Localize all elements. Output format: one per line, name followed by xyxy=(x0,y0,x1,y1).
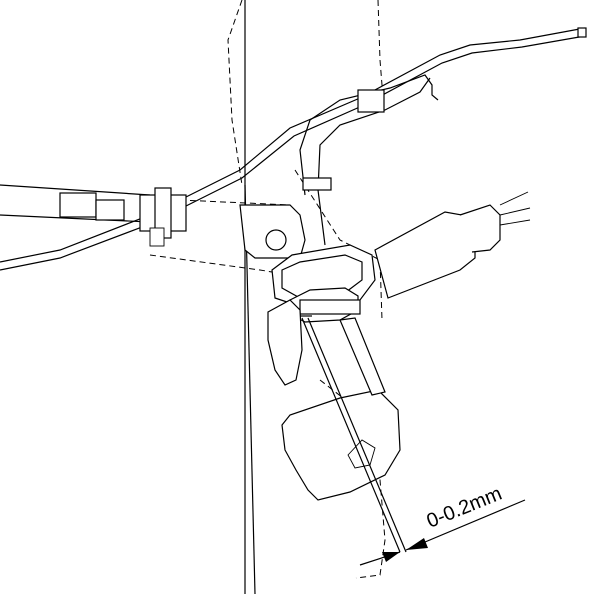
arrow-right-icon xyxy=(382,552,400,562)
clearance-dimension: 0-0.2mm xyxy=(359,483,526,566)
lower-lever xyxy=(267,299,401,501)
cylinder-body xyxy=(374,191,531,299)
bracket-plate xyxy=(239,204,306,259)
brake-pipe xyxy=(0,27,587,271)
gauge-strip xyxy=(339,317,386,396)
vertical-frame xyxy=(244,0,256,595)
nut-assembly xyxy=(271,244,376,323)
push-rod xyxy=(300,315,407,553)
arrow-left-icon xyxy=(406,538,428,550)
cable-left xyxy=(0,184,187,247)
pedal-arm xyxy=(299,74,439,246)
